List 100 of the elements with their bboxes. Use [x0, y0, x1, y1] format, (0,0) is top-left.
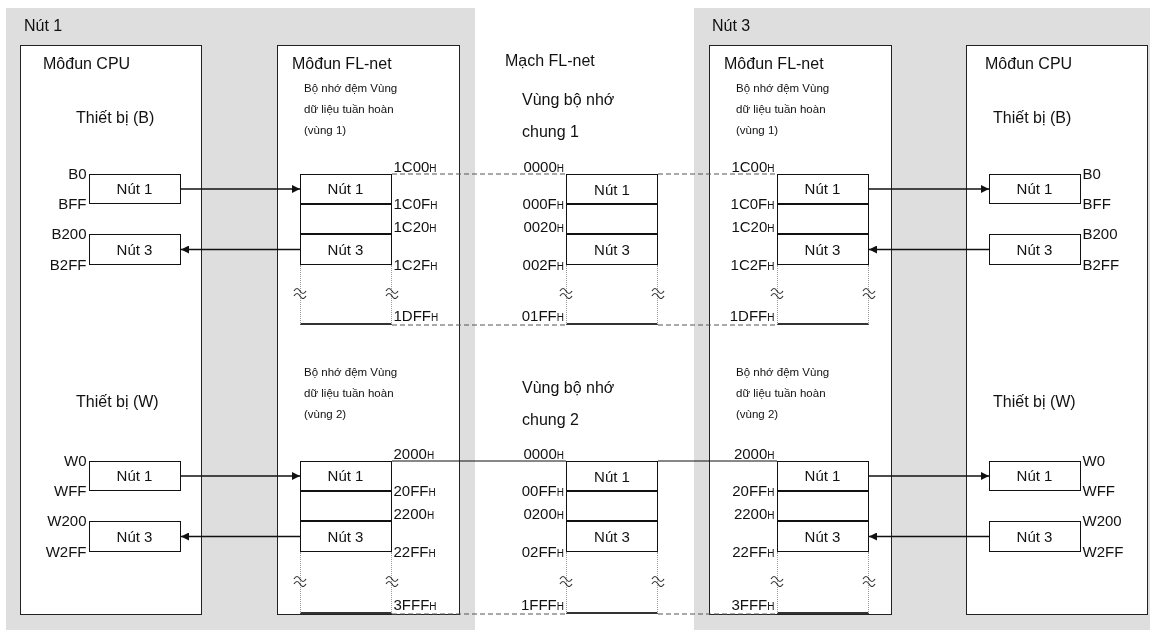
arrow	[868, 472, 990, 480]
memory-cell	[988, 233, 1081, 265]
address-label: W0	[63, 452, 87, 469]
memory-cell	[988, 520, 1081, 552]
cell-label: Nút 3	[804, 527, 841, 545]
address-label: B0	[1082, 165, 1102, 182]
memory-cell	[776, 490, 869, 521]
mapping-line	[657, 460, 778, 462]
cell-label: Nút 1	[327, 180, 364, 197]
cell-label: Nút 1	[1016, 180, 1053, 197]
address-label: BFF	[57, 195, 87, 212]
mapping-line	[657, 613, 778, 615]
section-heading: Thiết bị (B)	[76, 108, 156, 128]
arrow	[180, 532, 301, 541]
cell-label: Nút 1	[327, 467, 364, 484]
memory-cell	[776, 460, 869, 491]
address-label: W2FF	[44, 543, 87, 560]
arrow	[180, 245, 301, 254]
module-box	[966, 45, 1148, 615]
memory-cell	[776, 203, 869, 234]
module-title: Môđun CPU	[985, 54, 1074, 74]
cell-label: Nút 1	[116, 467, 153, 484]
memory-cell	[299, 233, 392, 265]
memory-cell	[299, 460, 392, 491]
cell-label: Nút 1	[804, 467, 841, 484]
mapping-line	[657, 324, 778, 326]
memory-cell	[566, 204, 658, 234]
address-label: W0	[1082, 452, 1106, 469]
address-label: W200	[1082, 512, 1123, 529]
section-heading: Thiết bị (W)	[993, 392, 1077, 412]
cell-label: Nút 1	[116, 180, 153, 197]
section-heading: Bộ nhớ đệm Vùng dữ liệu tuần hoàn (vùng 1)	[304, 81, 399, 138]
memory-cell	[566, 174, 658, 204]
section-heading: Thiết bị (B)	[993, 108, 1073, 128]
cell-label: Nút 3	[327, 527, 364, 545]
section-heading: Bộ nhớ đệm Vùng dữ liệu tuần hoàn (vùng 2)	[304, 365, 399, 422]
cell-label: Nút 1	[594, 467, 630, 485]
memory-cell	[299, 203, 392, 234]
memory-cell	[566, 234, 658, 265]
arrow	[180, 472, 301, 480]
cell-label: Nút 3	[327, 240, 364, 258]
address-label: BFF	[1082, 195, 1112, 212]
cell-label: Nút 3	[116, 240, 153, 258]
arrow	[868, 245, 990, 254]
column-heading: Mạch FL-net	[505, 51, 596, 71]
memory-cell	[988, 460, 1081, 491]
cell-label: Nút 1	[804, 180, 841, 197]
memory-cell	[88, 173, 181, 204]
cell-label: Nút 3	[116, 527, 153, 545]
address-label: B0	[67, 165, 87, 182]
cell-label: Nút 1	[1016, 467, 1053, 484]
address-label: B200	[50, 225, 87, 242]
cell-label: Nút 3	[804, 240, 841, 258]
memory-cell	[566, 491, 658, 521]
memory-cell	[299, 173, 392, 204]
mapping-line	[391, 460, 567, 462]
memory-cell	[776, 233, 869, 265]
address-label: WFF	[53, 482, 87, 499]
memory-cell	[88, 233, 181, 265]
address-label: W2FF	[1082, 543, 1125, 560]
arrow	[868, 532, 990, 541]
memory-cell	[776, 173, 869, 204]
section-heading: Bộ nhớ đệm Vùng dữ liệu tuần hoàn (vùng 1)	[736, 81, 831, 138]
memory-cell	[88, 460, 181, 491]
address-label: B2FF	[1082, 256, 1121, 273]
address-label: B200	[1082, 225, 1119, 242]
cell-label: Nút 3	[594, 241, 630, 258]
mapping-line	[391, 613, 567, 615]
arrow	[180, 185, 301, 193]
module-title: Môđun FL-net	[292, 54, 393, 74]
node-panel	[694, 8, 1150, 630]
memory-cell	[566, 461, 658, 491]
panel-title: Nút 1	[24, 16, 64, 36]
memory-cell	[88, 520, 181, 552]
module-box	[20, 45, 202, 615]
address-label: W200	[46, 512, 87, 529]
cell-label: Nút 3	[1016, 240, 1053, 258]
arrow	[868, 185, 990, 193]
memory-cell	[299, 490, 392, 521]
mapping-line	[391, 324, 567, 326]
section-heading: Thiết bị (W)	[76, 392, 160, 412]
area-heading: Vùng bộ nhớ chung 1	[522, 90, 616, 142]
memory-cell	[988, 173, 1081, 204]
cell-label: Nút 3	[1016, 527, 1053, 545]
node-panel	[6, 8, 475, 630]
panel-title: Nút 3	[712, 16, 752, 36]
memory-cell	[566, 521, 658, 552]
mapping-line	[391, 173, 567, 175]
module-title: Môđun FL-net	[724, 54, 825, 74]
memory-cell	[776, 520, 869, 552]
cell-label: Nút 1	[594, 180, 630, 198]
module-title: Môđun CPU	[43, 54, 132, 74]
module-box	[709, 45, 892, 615]
cell-label: Nút 3	[594, 528, 630, 545]
module-box	[277, 45, 460, 615]
area-heading: Vùng bộ nhớ chung 2	[522, 378, 616, 430]
address-label: WFF	[1082, 482, 1116, 499]
memory-cell	[299, 520, 392, 552]
section-heading: Bộ nhớ đệm Vùng dữ liệu tuần hoàn (vùng 2)	[736, 365, 831, 422]
mapping-line	[657, 173, 778, 175]
